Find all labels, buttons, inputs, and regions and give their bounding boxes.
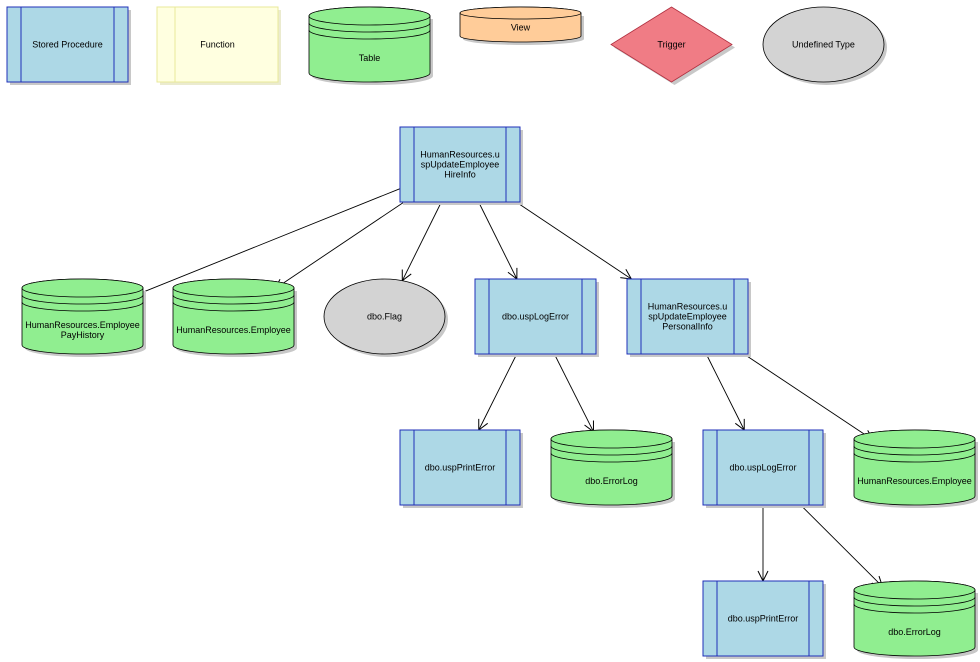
node-label: View xyxy=(511,23,531,33)
legend-item-trigger: Trigger xyxy=(610,6,735,85)
legend-item-func: Function xyxy=(156,6,281,85)
legend-func-shape xyxy=(156,6,279,83)
edge-pers-to-emp2 xyxy=(743,353,873,440)
legend-item-proc: Stored Procedure xyxy=(6,6,131,85)
edge-pers-to-log2 xyxy=(705,353,744,430)
edge-root-to-flag xyxy=(402,201,442,281)
node-label: HumanResources.u xyxy=(648,302,728,312)
node-label: spUpdateEmployee xyxy=(421,160,500,170)
node-emp1[interactable]: HumanResources.Employee xyxy=(172,278,297,357)
legend-proc-shape xyxy=(6,6,129,83)
edge-log1-to-err1 xyxy=(553,353,593,432)
node-label: dbo.ErrorLog xyxy=(888,627,941,637)
node-print2-shape xyxy=(702,580,824,657)
edge-log1-to-print1 xyxy=(479,353,518,430)
edge-root-to-emp1 xyxy=(275,201,405,289)
nodes: HumanResources.uspUpdateEmployeeHireInfo… xyxy=(21,126,978,659)
legend-item-view: View xyxy=(459,6,584,45)
edge-root-to-pay xyxy=(133,188,401,296)
edges xyxy=(133,188,883,587)
node-label: HumanResources.Employee xyxy=(25,320,140,330)
node-label: HumanResources.u xyxy=(420,150,500,160)
edge-root-to-log1 xyxy=(478,201,517,279)
node-pers[interactable]: HumanResources.uspUpdateEmployeePersonal… xyxy=(626,278,751,357)
node-label: dbo.uspPrintError xyxy=(425,463,496,473)
node-root-shape xyxy=(399,126,521,203)
node-flag[interactable]: dbo.Flag xyxy=(323,278,448,357)
node-label: spUpdateEmployee xyxy=(648,312,727,322)
legend-undefined-shape xyxy=(762,6,885,83)
node-log2-shape xyxy=(702,429,824,506)
legend-item-table: Table xyxy=(308,6,433,85)
node-log1[interactable]: dbo.uspLogError xyxy=(474,278,599,357)
node-pers-shape xyxy=(626,278,749,355)
node-emp2[interactable]: HumanResources.Employee xyxy=(853,429,978,509)
node-log1-shape xyxy=(474,278,597,355)
node-label: PersonalInfo xyxy=(662,322,713,332)
node-label: dbo.uspLogError xyxy=(729,463,796,473)
node-label: dbo.uspPrintError xyxy=(728,614,799,624)
node-label: HireInfo xyxy=(444,170,476,180)
node-print1[interactable]: dbo.uspPrintError xyxy=(399,429,523,508)
edge-log2-to-err2 xyxy=(800,504,883,587)
node-flag-shape xyxy=(323,278,446,355)
edge-root-to-pers xyxy=(515,201,631,279)
node-label: Undefined Type xyxy=(792,40,855,50)
node-label: dbo.ErrorLog xyxy=(585,476,638,486)
legend-item-undefined: Undefined Type xyxy=(762,6,887,85)
node-label: HumanResources.Employee xyxy=(176,325,291,335)
node-log2[interactable]: dbo.uspLogError xyxy=(702,429,826,508)
node-err1[interactable]: dbo.ErrorLog xyxy=(550,429,675,509)
node-print2[interactable]: dbo.uspPrintError xyxy=(702,580,826,659)
node-label: dbo.Flag xyxy=(367,312,402,322)
node-label: Trigger xyxy=(657,40,685,50)
node-label: Table xyxy=(359,53,381,63)
node-label: dbo.uspLogError xyxy=(502,312,569,322)
node-err2[interactable]: dbo.ErrorLog xyxy=(853,580,978,659)
legend-trigger-shape xyxy=(610,6,733,83)
node-label: Function xyxy=(200,40,235,50)
node-print1-shape xyxy=(399,429,521,506)
node-label: PayHistory xyxy=(61,330,105,340)
node-label: Stored Procedure xyxy=(32,40,103,50)
node-label: HumanResources.Employee xyxy=(857,476,972,486)
